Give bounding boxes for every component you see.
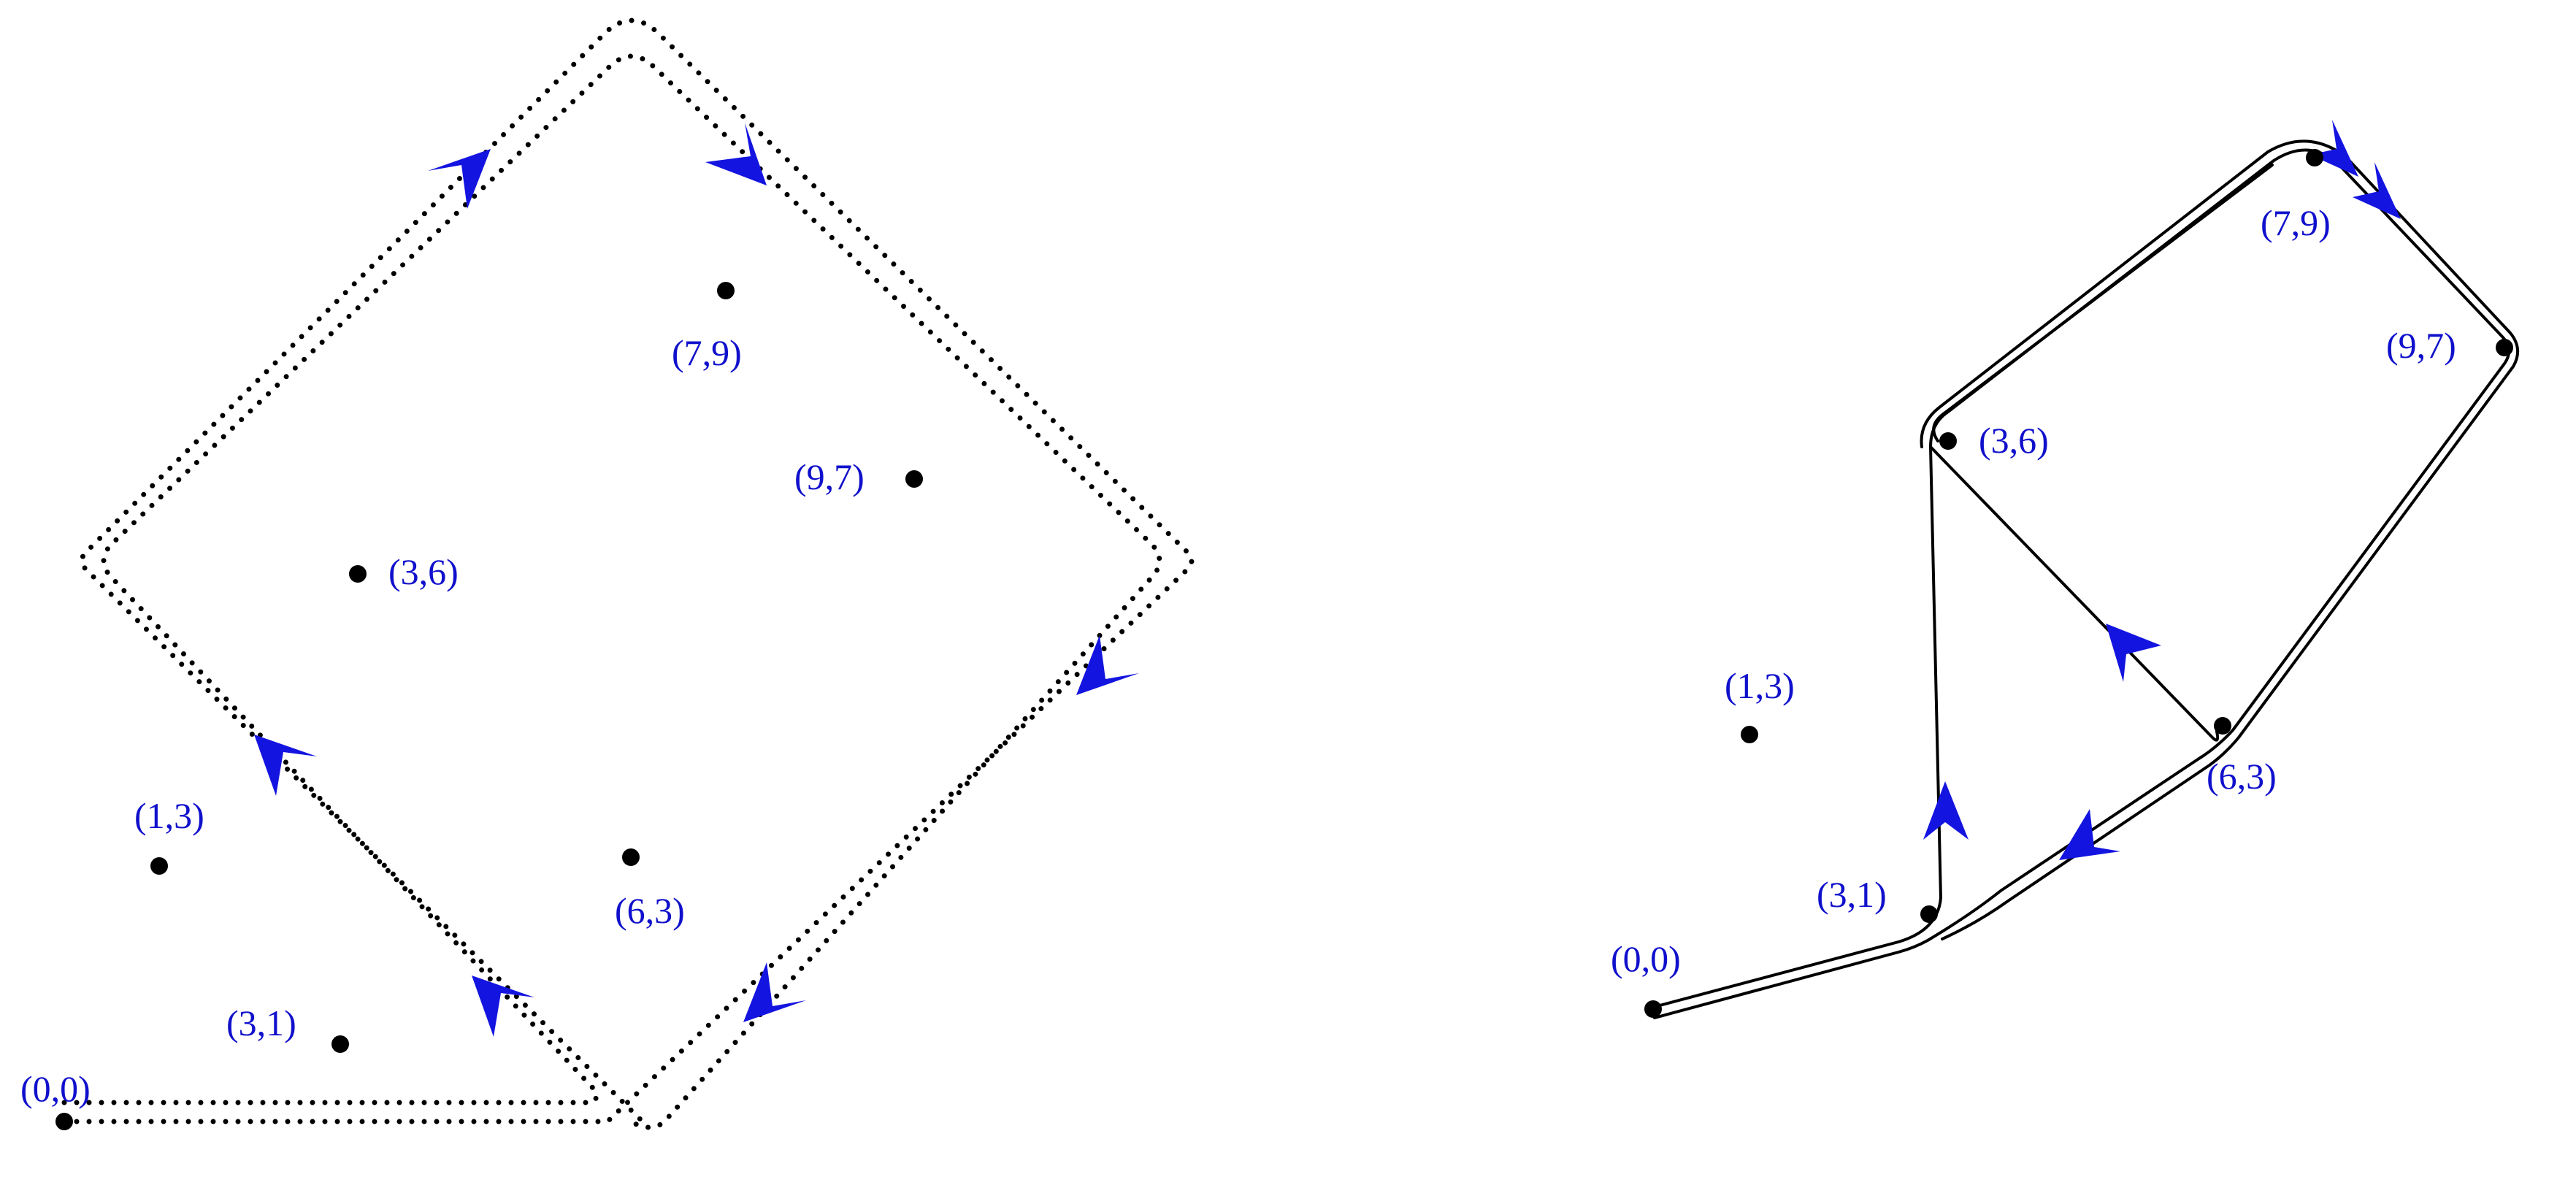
left-point-6-3 [622,848,640,866]
right-label-3-6: (3,6) [1979,420,2049,461]
left-panel: (0,0) (1,3) (3,1) (3,6) (6,3) (7,9) (9,7… [20,18,1195,1130]
right-double-path-b [1932,164,2274,442]
left-arrow-up-left-upper [254,735,317,796]
right-label-6-3: (6,3) [2207,756,2277,797]
left-arrow-down-left-bottom [743,962,806,1022]
right-connector-36-63 [1929,445,2220,742]
left-arrow-down-right-top [705,123,767,185]
right-point-1-3 [1741,726,1758,743]
left-point-9-7 [905,470,923,488]
left-label-9-7: (9,7) [794,456,865,497]
right-arrow-up-left [2106,624,2161,682]
right-point-3-6 [1939,432,1957,450]
left-arrow-up-left-lower [472,975,534,1037]
left-label-3-6: (3,6) [388,551,459,592]
right-double-path-a [1650,148,2510,1019]
right-point-0-0 [1644,1000,1662,1018]
left-arrow-down-left-right [1076,635,1139,695]
left-point-0-0 [55,1113,73,1130]
right-hull-outer [1920,139,2519,940]
right-arrow-down-left [2059,809,2120,860]
right-point-3-1 [1920,905,1938,923]
right-panel: (0,0) (1,3) (3,1) (3,6) (6,3) (7,9) (9,7… [1611,120,2519,1019]
left-outer-dotted-path [61,18,1195,1124]
left-point-1-3 [150,857,168,875]
left-label-0-0: (0,0) [20,1068,91,1109]
right-label-1-3: (1,3) [1725,665,1795,706]
right-label-0-0: (0,0) [1611,938,1681,979]
left-point-3-1 [331,1035,349,1053]
left-arrow-up-right [428,149,491,209]
left-label-6-3: (6,3) [615,890,685,931]
right-point-7-9 [2306,149,2323,166]
right-arrow-down-right-1 [2310,120,2358,177]
left-label-7-9: (7,9) [672,332,742,373]
right-label-9-7: (9,7) [2386,325,2456,366]
left-point-7-9 [717,282,735,299]
left-point-3-6 [349,565,367,583]
right-arrow-down-right-2 [2353,162,2401,219]
left-inner-dotted-path [61,53,1162,1130]
right-arrow-up [1923,781,1969,840]
right-point-6-3 [2214,717,2231,735]
left-label-3-1: (3,1) [226,1003,296,1043]
right-label-3-1: (3,1) [1817,874,1887,915]
right-label-7-9: (7,9) [2261,202,2331,243]
right-point-9-7 [2496,339,2513,356]
left-label-1-3: (1,3) [134,795,204,836]
